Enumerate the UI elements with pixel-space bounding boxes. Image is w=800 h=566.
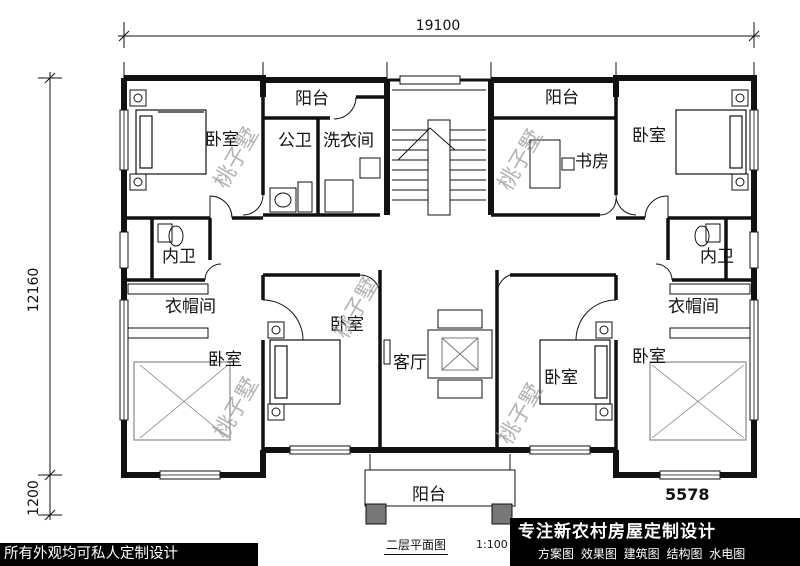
room-label-closet-right: 衣帽间 bbox=[668, 297, 719, 317]
room-label-bedroom-ne: 卧室 bbox=[632, 126, 666, 146]
watermark: 桃子墅 bbox=[494, 379, 549, 449]
watermark: 桃子墅 bbox=[210, 373, 265, 443]
plan-title: 二层平面图 bbox=[384, 536, 449, 555]
room-label-ensuite-right: 内卫 bbox=[700, 247, 734, 267]
room-label-laundry: 洗衣间 bbox=[323, 131, 374, 151]
room-label-public-wc: 公卫 bbox=[278, 131, 312, 151]
watermark: 桃子墅 bbox=[330, 273, 385, 343]
room-label-bedroom-e: 卧室 bbox=[632, 347, 666, 367]
plan-scale: 1:100 bbox=[476, 538, 508, 551]
plan-code: 5578 bbox=[665, 485, 710, 504]
room-label-closet-left: 衣帽间 bbox=[165, 297, 216, 317]
dim-balcony: 1200 bbox=[26, 480, 42, 516]
room-label-bedroom-nw: 卧室 bbox=[205, 130, 239, 150]
dim-depth: 12160 bbox=[26, 268, 42, 313]
room-label-study: 书房 bbox=[575, 152, 609, 172]
room-label-balcony-top-right: 阳台 bbox=[545, 88, 579, 108]
column bbox=[491, 503, 513, 525]
room-label-bedroom-center-right: 卧室 bbox=[544, 368, 578, 388]
room-label-balcony-bottom: 阳台 bbox=[412, 485, 446, 505]
banner-right: 专注新农村房屋定制设计 方案图 效果图 建筑图 结构图 水电图 bbox=[510, 518, 800, 566]
banner-right-services: 方案图 效果图 建筑图 结构图 水电图 bbox=[538, 547, 746, 561]
room-label-living-room: 客厅 bbox=[393, 353, 427, 373]
watermark: 桃子墅 bbox=[494, 125, 549, 195]
room-label-bedroom-w: 卧室 bbox=[208, 350, 242, 370]
column bbox=[365, 503, 387, 525]
dim-width: 19100 bbox=[416, 18, 461, 34]
banner-left: 所有外观均可私人定制设计 bbox=[0, 543, 258, 566]
room-label-balcony-top-left: 阳台 bbox=[295, 89, 329, 109]
banner-right-title: 专注新农村房屋定制设计 bbox=[518, 522, 716, 542]
room-label-ensuite-left: 内卫 bbox=[162, 247, 196, 267]
room-label-bedroom-center-left: 卧室 bbox=[330, 315, 364, 335]
